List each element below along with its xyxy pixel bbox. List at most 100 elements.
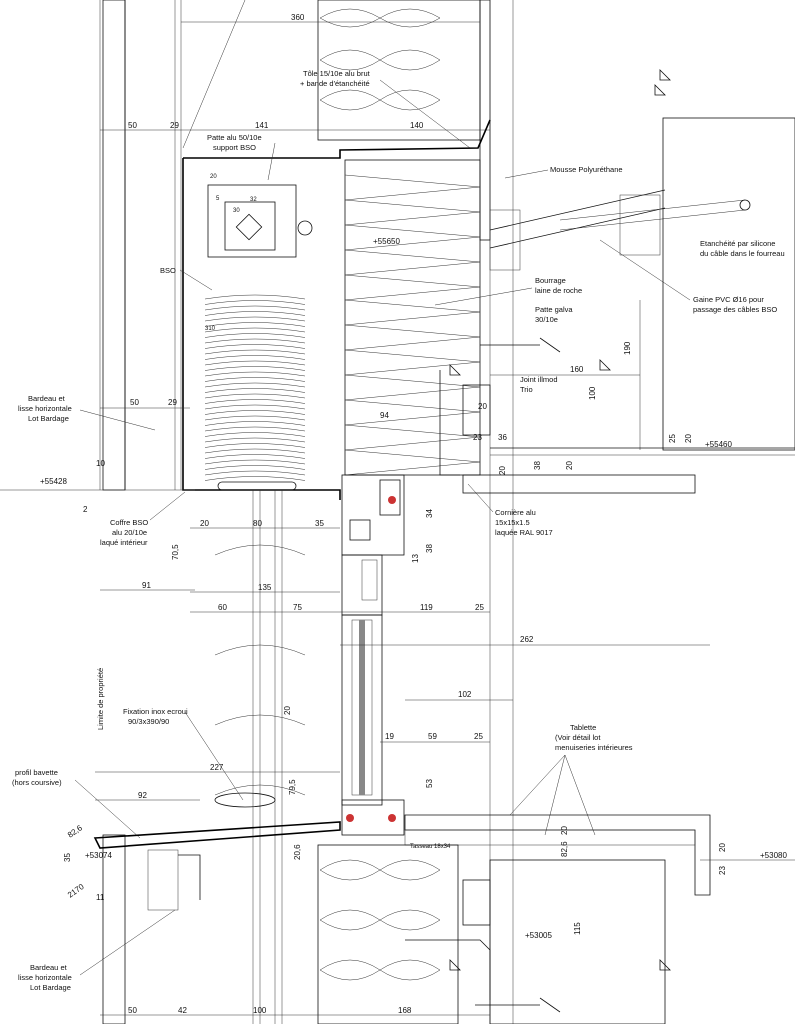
joint-illmod	[462, 384, 491, 436]
tablette	[404, 814, 711, 896]
leader-line	[79, 909, 176, 976]
dim-60: 60	[218, 603, 227, 612]
label-tole: Tôle 15/10e alu brut	[303, 69, 371, 78]
leader-line	[434, 287, 533, 306]
dim-50b: 50	[130, 398, 139, 407]
label-tablette-3: menuiseries intérieures	[555, 743, 633, 752]
bso-slat	[204, 454, 306, 459]
dim-94: 94	[380, 411, 389, 420]
label-gaine-2: passage des câbles BSO	[693, 305, 777, 314]
label-tablette-2: (Voir détail lot	[555, 733, 601, 742]
sill-top	[462, 474, 696, 494]
dim-20c: 20	[200, 519, 209, 528]
dim-25c: 25	[474, 732, 483, 741]
dim-160: 160	[570, 365, 584, 374]
bso-slat	[204, 322, 306, 327]
bso-slat	[204, 426, 306, 432]
dim-82-6a: 82,6	[66, 823, 84, 840]
label-corniere: Cornière alu	[495, 508, 536, 517]
leader-line	[509, 754, 596, 836]
label-fixation: Fixation inox ecroui	[123, 707, 188, 716]
dim-38: 38	[425, 544, 434, 553]
label-tablette: Tablette	[570, 723, 596, 732]
bso-slat	[204, 294, 306, 300]
bso-slat	[204, 437, 306, 443]
label-etancheite: Etanchéité par silicone	[700, 239, 775, 248]
dim-100b: 100	[253, 1006, 267, 1015]
level-markers	[449, 69, 671, 971]
bso-head: 5 20 32 30	[207, 174, 313, 258]
dim-102: 102	[458, 690, 472, 699]
label-bardeau-3: Lot Bardage	[28, 414, 69, 423]
bso-slat	[204, 366, 306, 371]
dim-36: 20	[565, 461, 574, 470]
leader-line	[79, 409, 156, 431]
dim-20: 20	[210, 174, 217, 180]
dim-29b: 29	[168, 398, 177, 407]
bavette-profile	[93, 821, 341, 849]
anchor-bolt	[480, 337, 561, 353]
bso-slats	[204, 294, 306, 481]
bso-slat	[204, 333, 306, 338]
bso-slat	[204, 410, 306, 415]
dim-13: 13	[411, 554, 420, 563]
bso-slat	[204, 443, 306, 448]
bso-slat	[204, 327, 306, 333]
bso-slat	[204, 305, 306, 311]
bso-slat	[204, 476, 306, 481]
bso-slat	[204, 300, 306, 305]
bso-bottom-rail-lower	[214, 792, 276, 808]
leader-line	[599, 239, 691, 301]
galva-bracket-lower	[405, 939, 491, 1000]
insulation-wall-top	[317, 0, 514, 1024]
leader-line	[267, 142, 276, 181]
bso-slat	[204, 465, 306, 470]
label-corniere-2: 15x15x1.5	[495, 518, 530, 527]
label-mousse: Mousse Polyuréthane	[550, 165, 623, 174]
dim-20g: 23	[718, 866, 727, 875]
dim-168: 168	[398, 1006, 412, 1015]
label-patte-alu-2: support BSO	[213, 143, 256, 152]
dim-10: 10	[96, 459, 105, 468]
bso-slat	[204, 338, 306, 344]
sheet-metal-profile	[183, 119, 491, 159]
bso-slat	[204, 371, 306, 377]
dim-30: 30	[233, 208, 240, 214]
dim-23b: 20	[560, 826, 569, 835]
bso-slat	[204, 344, 306, 349]
dim-32: 32	[250, 197, 257, 203]
coffer-bottom	[195, 489, 341, 500]
dim-19: 19	[385, 732, 394, 741]
bso-slat	[204, 404, 306, 410]
insulation-batts	[344, 159, 481, 476]
bso-slat	[204, 316, 306, 322]
label-patte-alu: Patte alu 50/10e	[207, 133, 262, 142]
bso-slat	[204, 355, 306, 360]
joint-illmod-lower	[462, 879, 491, 926]
bso-slat	[204, 393, 306, 399]
dim-141: 141	[255, 121, 269, 130]
leader-line	[467, 483, 494, 513]
dim-50: 50	[128, 121, 137, 130]
bso-slat	[204, 311, 306, 316]
dim-2170: 20	[283, 706, 292, 715]
bardage-bracket-lower	[147, 849, 201, 911]
dim-79-5: 79,5	[288, 779, 297, 795]
dim-91: 91	[142, 581, 151, 590]
structure-frame-lower	[489, 859, 666, 1024]
dim-135: 135	[258, 583, 272, 592]
dim-20e: 20	[684, 434, 693, 443]
dim-20f: 20	[718, 843, 727, 852]
insulation-wall-lower	[317, 844, 459, 1024]
leader-line	[504, 169, 549, 179]
label-bso: BSO	[160, 266, 176, 275]
label-bardeau: Bardeau et	[28, 394, 66, 403]
dim-23: 38	[533, 461, 542, 470]
leader-line	[149, 491, 186, 521]
bso-slat	[204, 470, 306, 476]
bso-slat	[204, 349, 306, 355]
dim-140: 140	[410, 121, 424, 130]
dim-11: 11	[96, 893, 105, 902]
label-coffre-3: laqué intérieur	[100, 538, 148, 547]
bso-slat	[204, 382, 306, 388]
